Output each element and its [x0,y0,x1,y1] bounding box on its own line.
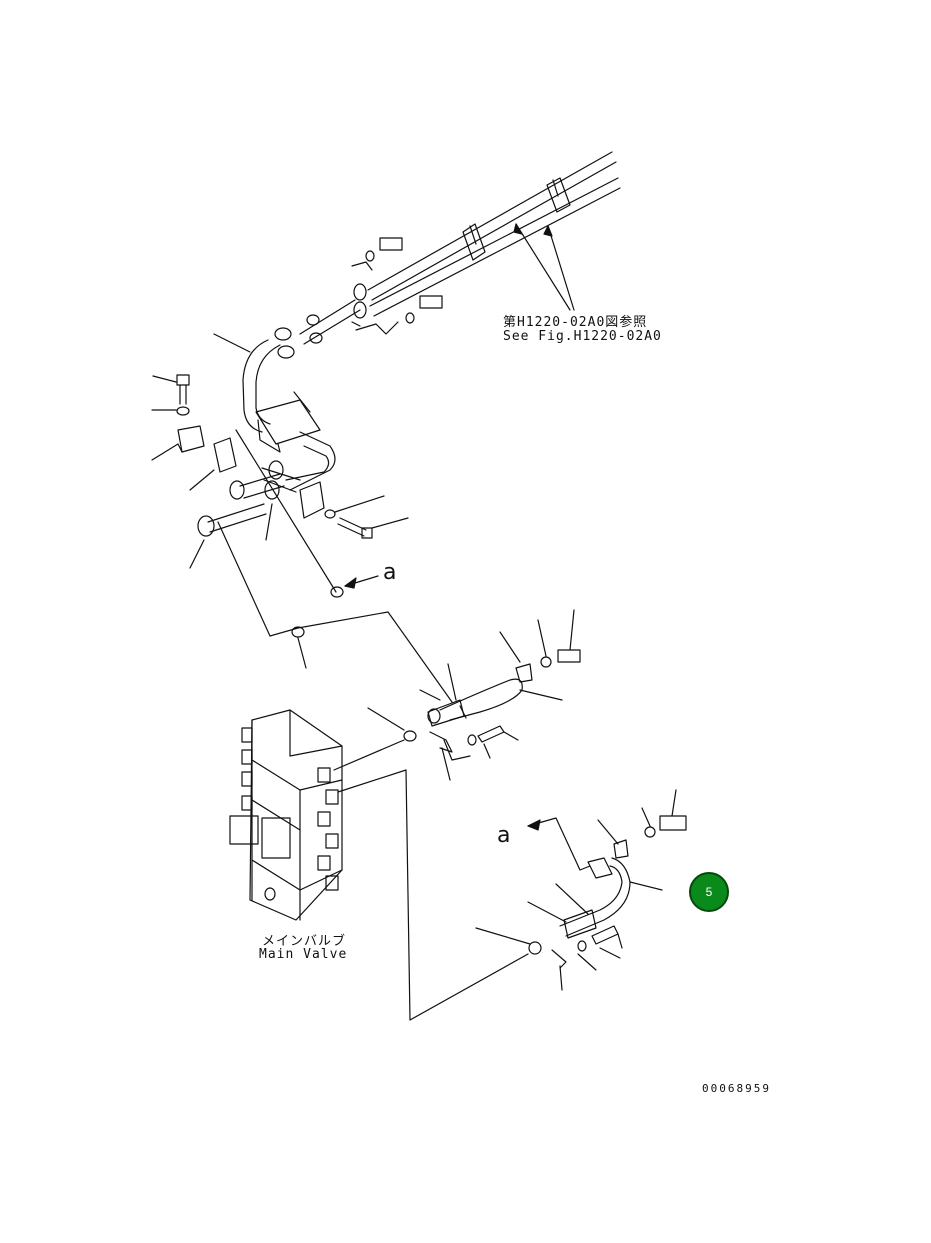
left-fasteners [151,374,237,491]
main-valve-label-japanese: メインバルブ [262,934,347,949]
lower-fasteners [597,789,687,859]
view-a-lower [527,817,591,871]
clamp-block [255,399,336,519]
main-valve [229,707,542,1021]
reference-label-english: See Fig.H1220-02A0 [503,329,662,344]
middle-hose [419,663,563,781]
drawing-number: 00068959 [702,1082,771,1095]
lower-hose [475,857,663,991]
routing-line [217,521,453,703]
bend-pipe [242,314,323,433]
top-hardware [213,237,443,413]
lower-pipes [189,473,285,569]
middle-fasteners [499,609,581,683]
view-a-leader [235,429,379,598]
upper-tube-bundle [299,151,621,345]
reference-label-japanese: 第H1220-02A0図参照 [503,315,648,330]
right-fasteners [324,495,409,539]
view-marker-a-upper: a [383,560,398,585]
valve-ports [241,727,339,891]
view-marker-a-lower: a [497,823,512,848]
main-valve-label-english: Main Valve [259,947,348,962]
reference-leaders [513,223,575,311]
callout-badge[interactable]: 5 [689,872,729,912]
